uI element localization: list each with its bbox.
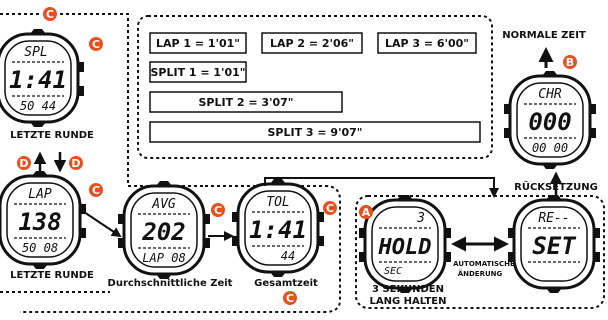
- watch-lap-mode: LAP: [28, 187, 52, 202]
- badge-d-left: D: [17, 156, 31, 170]
- watch-chr-mode: CHR: [538, 87, 562, 102]
- connector-to-reset: [264, 177, 499, 198]
- badge-d-right: D: [69, 156, 83, 170]
- watch-hold: 3 HOLD SEC: [357, 193, 453, 295]
- lap3-text: LAP 3 = 6'00": [385, 37, 469, 50]
- badge-c-tol: C: [323, 201, 337, 215]
- svg-text:B: B: [566, 56, 574, 69]
- watch-lap-sub: 50 08: [22, 241, 58, 255]
- split2-text: SPLIT 2 = 3'07": [198, 96, 293, 109]
- svg-text:C: C: [326, 202, 334, 215]
- flow-arrows-left: [83, 211, 234, 241]
- split3-text: SPLIT 3 = 9'07": [267, 126, 362, 139]
- watch-lap-caption: LETZTE RUNDE: [10, 270, 94, 281]
- svg-text:D: D: [19, 157, 28, 170]
- watch-spl-caption: LETZTE RUNDE: [10, 130, 94, 141]
- watch-tol: TOL 1:41 44: [230, 177, 326, 279]
- svg-text:D: D: [71, 157, 80, 170]
- watch-avg-sub: LAP 08: [142, 251, 185, 265]
- lap1-text: LAP 1 = 1'01": [156, 37, 240, 50]
- watch-tol-main: 1:41: [249, 216, 307, 244]
- watch-tol-caption: Gesamtzeit: [254, 278, 318, 289]
- badge-b: B: [563, 55, 577, 69]
- watch-set-main: SET: [532, 232, 577, 260]
- split1-text: SPLIT 1 = 1'01": [150, 66, 245, 79]
- watch-spl-main: 1:41: [9, 66, 67, 94]
- svg-text:C: C: [286, 292, 294, 305]
- svg-text:C: C: [92, 184, 100, 197]
- hold-caption-line2: LANG HALTEN: [369, 296, 446, 307]
- watch-avg: AVG 202 LAP 08: [116, 179, 212, 281]
- watch-spl-mode: SPL: [24, 45, 47, 60]
- badge-c-lap: C: [89, 183, 103, 197]
- svg-text:C: C: [214, 204, 222, 217]
- auto-label-line1: AUTOMATISCHE: [453, 260, 515, 268]
- watch-tol-mode: TOL: [266, 195, 289, 210]
- watch-set-mode: RE--: [538, 211, 569, 226]
- normale-zeit-label: NORMALE ZEIT: [502, 30, 586, 41]
- watch-hold-mode: 3: [416, 211, 425, 226]
- split-boxes: LAP 1 = 1'01" LAP 2 = 2'06" LAP 3 = 6'00…: [149, 32, 481, 143]
- watch-avg-main: 202: [141, 218, 185, 246]
- watch-lap-main: 138: [18, 208, 61, 236]
- watch-chr-sub: 00 00: [532, 141, 568, 155]
- auto-label-line2: ÄNDERUNG: [458, 269, 503, 278]
- up-down-arrows: [33, 151, 67, 173]
- badge-c-bottom: C: [283, 291, 297, 305]
- watch-spl: SPL 1:41 50 44: [0, 27, 86, 129]
- lap2-text: LAP 2 = 2'06": [270, 37, 354, 50]
- watch-hold-sub: SEC: [384, 266, 402, 277]
- watch-hold-main: HOLD: [378, 235, 432, 260]
- svg-text:C: C: [46, 8, 54, 21]
- svg-text:A: A: [362, 206, 371, 219]
- watch-spl-sub: 50 44: [20, 99, 56, 113]
- badge-c-top: C: [43, 7, 57, 21]
- badge-c-avg: C: [211, 203, 225, 217]
- badge-a: A: [359, 205, 373, 219]
- svg-text:C: C: [92, 38, 100, 51]
- watch-tol-sub: 44: [281, 249, 295, 263]
- watch-set: RE-- SET: [506, 193, 602, 295]
- hold-caption-line1: 3 SEKUNDEN: [372, 284, 444, 295]
- watch-avg-mode: AVG: [151, 197, 176, 212]
- watch-lap: LAP 138 50 08: [0, 169, 88, 271]
- watch-avg-caption: Durchschnittliche Zeit: [108, 278, 233, 289]
- badge-c-spl: C: [89, 37, 103, 51]
- watch-chr-main: 000: [528, 108, 571, 136]
- watch-chr: CHR 000 00 00: [502, 69, 598, 171]
